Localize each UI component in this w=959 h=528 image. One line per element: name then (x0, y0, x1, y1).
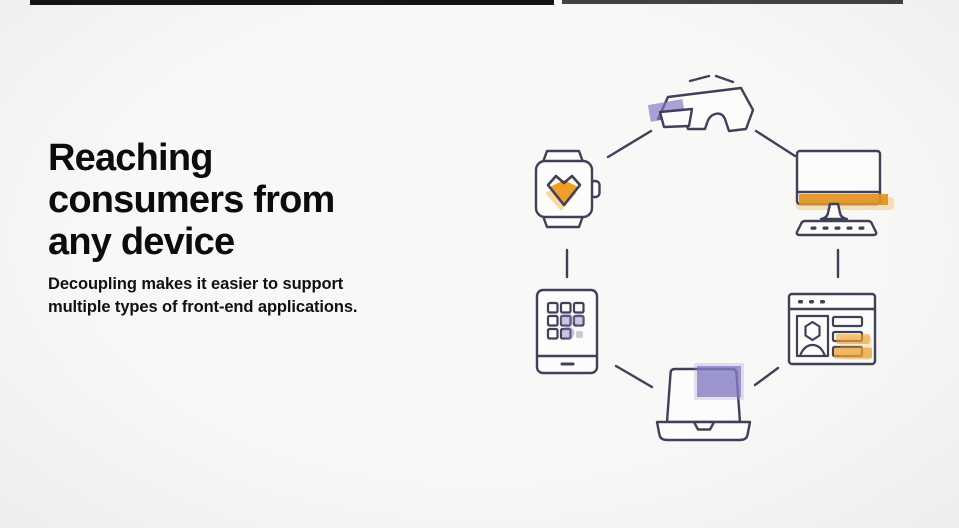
key-dash (822, 226, 829, 230)
top-edge-bar-segment-left (30, 0, 554, 5)
connector-glasses-desktop (754, 129, 797, 158)
monitor-stand (819, 202, 849, 221)
keyboard-keys (810, 226, 865, 230)
app-tile (572, 314, 585, 327)
window-dot (820, 300, 825, 304)
key-dash (834, 226, 841, 230)
glasses-camera-prism (658, 107, 694, 129)
key-dash (858, 226, 865, 230)
browser-orange-highlight (836, 334, 870, 344)
connector-watch-glasses (606, 129, 653, 159)
key-dash (846, 226, 853, 230)
app-tile (546, 327, 559, 340)
heart-icon (546, 174, 582, 207)
tablet-purple-smudge (573, 314, 585, 326)
browser-window-dots (798, 300, 825, 304)
connector-tablet-laptop (614, 364, 654, 389)
tablet-purple-smudge (561, 326, 575, 340)
app-tile (546, 314, 559, 327)
text-bar (831, 315, 864, 328)
app-tile (572, 301, 585, 314)
glasses-temple-right (714, 74, 735, 84)
subtitle-line-1: Decoupling makes it easier to support (48, 275, 344, 293)
browser-orange-highlight (834, 347, 872, 359)
user-avatar-icon (804, 320, 821, 342)
browser-window-icon (787, 292, 877, 366)
app-tile (559, 301, 572, 314)
tablet-purple-smudge (560, 313, 574, 327)
top-edge-bar (0, 0, 959, 6)
title-line-1: Reaching (48, 137, 213, 179)
monitor-orange-highlight (799, 194, 888, 205)
desktop-computer-icon (795, 149, 894, 237)
connector-laptop-browser (753, 366, 780, 387)
connector-lines (565, 129, 840, 389)
smartwatch-icon (534, 149, 601, 229)
title-line-2: consumers from (48, 179, 335, 221)
title-line-3: any device (48, 221, 235, 263)
app-tile (559, 314, 572, 327)
app-tile-faded (576, 331, 583, 338)
subtitle: Decoupling makes it easier to support mu… (48, 273, 448, 319)
heart-fill (550, 180, 578, 205)
app-tile (559, 327, 572, 340)
glasses-frame (656, 86, 755, 133)
window-dot (809, 300, 814, 304)
user-shoulders (798, 343, 827, 358)
page-title: Reaching consumers from any device (48, 137, 448, 263)
laptop-purple-highlight (697, 366, 741, 397)
glasses-temple-left (688, 74, 711, 83)
window-dot (798, 300, 803, 304)
top-edge-bar-segment-right (562, 0, 903, 4)
laptop-lip-notch (692, 420, 716, 431)
laptop-icon (655, 363, 752, 442)
tablet-icon (535, 288, 599, 375)
laptop-base (655, 420, 752, 442)
key-dash (810, 226, 817, 230)
smart-glasses-icon (647, 74, 755, 133)
subtitle-line-2: multiple types of front-end applications… (48, 298, 358, 316)
headline-block: Reaching consumers from any device Decou… (48, 137, 448, 319)
app-tile (546, 301, 559, 314)
app-grid-icon (546, 301, 585, 340)
